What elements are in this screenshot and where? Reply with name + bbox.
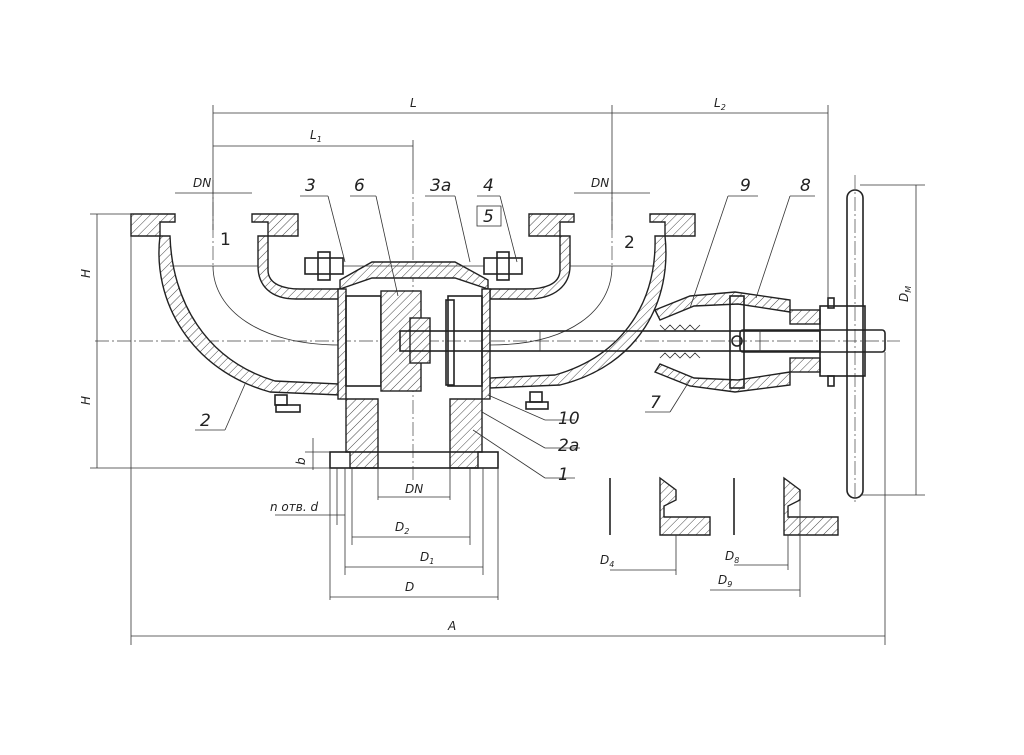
dim-D4: D4 [600, 553, 614, 569]
dim-H-bottom: H [79, 396, 93, 405]
dimension-lines [90, 105, 925, 645]
callout-9: 9 [740, 176, 751, 196]
dim-L: L [410, 96, 417, 110]
callout-6: 6 [354, 176, 365, 196]
dim-D9: D9 [718, 573, 732, 589]
bonnet-assembly [653, 291, 866, 393]
dim-D1: D1 [420, 550, 434, 566]
dim-H-top: H [79, 269, 93, 278]
central-housing [304, 251, 523, 469]
dim-n-otv: n отв. d [270, 500, 318, 514]
dim-b: b [294, 457, 308, 465]
dim-D2: D2 [395, 520, 409, 536]
callout-2: 2 [200, 411, 211, 431]
flange-detail-right [733, 476, 839, 536]
dim-DN-right: DN [591, 176, 609, 190]
callout-3: 3 [305, 176, 316, 196]
dim-D: D [405, 580, 414, 594]
callout-4: 4 [483, 176, 494, 196]
right-elbow-body [489, 213, 696, 410]
dim-DN-left: DN [193, 176, 211, 190]
callout-8: 8 [800, 176, 811, 196]
dim-L1: L1 [310, 128, 322, 144]
callout-7: 7 [650, 393, 661, 413]
callout-5: 5 [483, 207, 494, 227]
flange-detail-left [609, 476, 711, 536]
packing-coil [659, 324, 701, 359]
left-elbow-body [130, 213, 341, 413]
leader-lines [195, 195, 815, 479]
callout-1: 1 [558, 465, 569, 485]
callout-3a: 3а [430, 176, 451, 196]
dim-A: A [447, 619, 456, 633]
handwheel [846, 189, 864, 499]
centerlines [95, 175, 900, 505]
dim-L2: L2 [714, 96, 726, 112]
dim-DM: DM [897, 286, 913, 302]
dim-DN-bottom: DN [405, 482, 423, 496]
callout-10: 10 [558, 409, 580, 429]
callout-2a: 2а [558, 436, 579, 456]
dim-D8: D8 [725, 549, 739, 565]
port-1-label: 1 [220, 230, 231, 250]
port-2-label: 2 [624, 233, 635, 253]
